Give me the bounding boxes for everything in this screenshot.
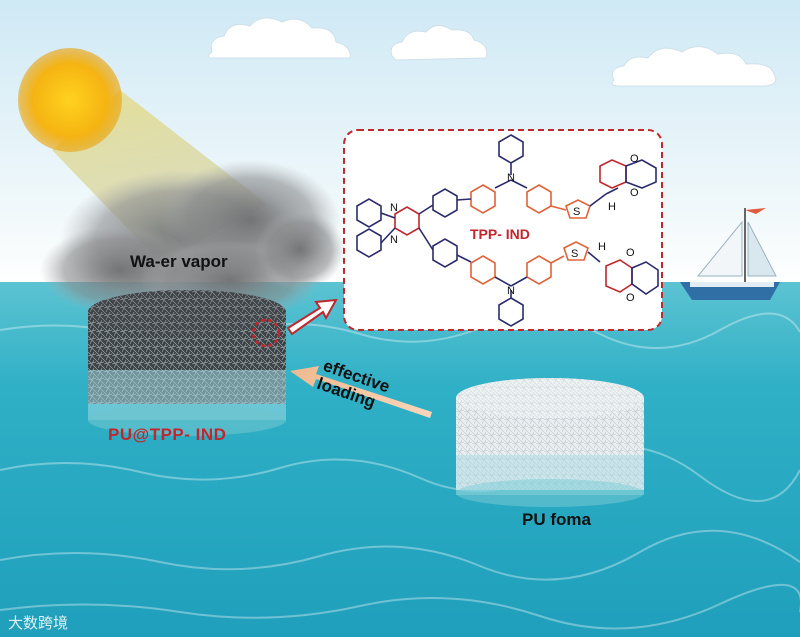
svg-text:O: O <box>630 153 639 165</box>
cloud-icon <box>208 17 777 87</box>
atom-labels: N N N N S S O O O O H H <box>390 153 639 304</box>
svg-text:H: H <box>608 201 616 213</box>
pu-foam-label: PU foma <box>522 510 591 529</box>
loading-arrow <box>290 366 432 418</box>
svg-text:N: N <box>390 234 398 246</box>
svg-text:N: N <box>507 172 515 184</box>
pu-foam <box>456 378 644 507</box>
arrow-icon <box>286 298 338 336</box>
molecule-box <box>343 129 663 331</box>
svg-text:N: N <box>507 285 515 297</box>
svg-text:O: O <box>626 292 635 304</box>
svg-text:H: H <box>598 241 606 253</box>
product-label: PU@TPP- IND <box>108 425 227 444</box>
svg-text:O: O <box>626 247 635 259</box>
svg-text:N: N <box>390 202 398 214</box>
svg-text:O: O <box>630 187 639 199</box>
watermark: 大数跨境 <box>8 614 69 632</box>
svg-text:S: S <box>571 248 578 260</box>
molecule-label: TPP- IND <box>470 226 530 242</box>
tpp-ind-structure <box>356 134 659 327</box>
svg-text:S: S <box>573 206 580 218</box>
water-vapor-label: Wa-er vapor <box>130 252 228 271</box>
sun-icon <box>18 48 122 152</box>
highlight-circle <box>251 318 281 348</box>
vapor-cloud <box>40 160 345 320</box>
sailboat-icon <box>680 208 780 300</box>
pu-tpp-ind-foam <box>88 290 286 436</box>
